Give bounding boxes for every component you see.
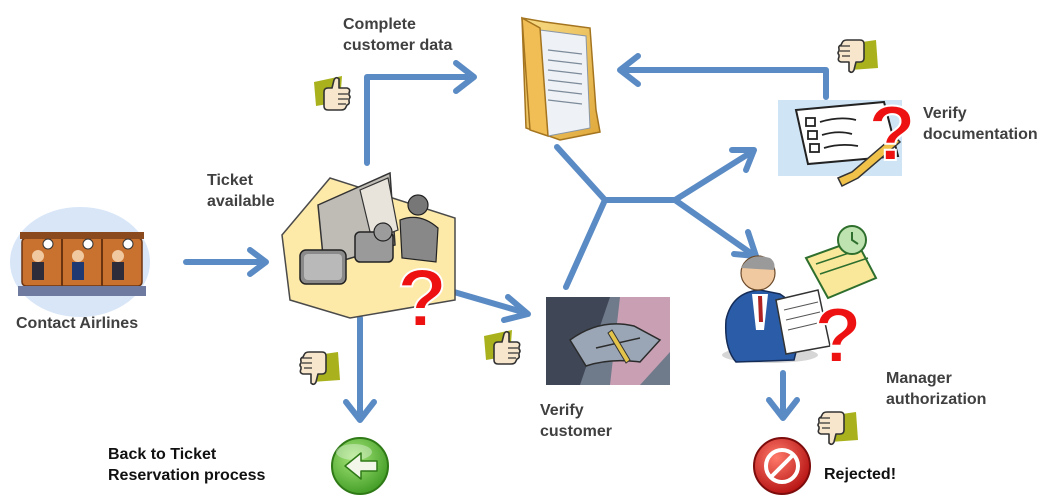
arrow-verify-branch [554, 144, 759, 290]
thumbs-down-icon [817, 411, 859, 446]
label-ticket-available: Ticket available [207, 172, 275, 210]
thumbs-up-icon [313, 75, 351, 111]
no-entry-icon [753, 437, 811, 495]
arrow-documentation-to-folder [617, 53, 829, 100]
thumbs-up-icon [483, 329, 521, 365]
checklist-icon [778, 100, 902, 188]
office-workers-icon [281, 171, 456, 319]
folder-icon [521, 16, 601, 141]
label-contact-airlines: Contact Airlines [16, 315, 139, 332]
arrow-contact-to-ticket [183, 247, 269, 277]
arrow-ticket-to-customer [451, 289, 531, 323]
label-rejected: Rejected! [824, 466, 897, 483]
thumbs-down-icon [837, 39, 879, 74]
manager-icon [722, 225, 878, 363]
label-back-to-ticket-reservation: Back to Ticket Reservation process [108, 446, 266, 484]
thumbs-down-icon [299, 351, 341, 386]
arrow-ticket-to-folder [364, 60, 477, 166]
manager-question-mark: ? [814, 291, 862, 379]
label-manager-authorization: Manager authorization [886, 370, 987, 408]
arrow-manager-to-rejected [766, 370, 800, 421]
back-arrow-icon [331, 437, 389, 495]
handshake-icon [546, 297, 670, 385]
flow-arrows [183, 53, 829, 423]
call-center-icon [10, 207, 150, 317]
label-verify-customer: Verify customer [540, 402, 613, 440]
label-complete-customer-data: Complete customer data [343, 16, 453, 54]
label-verify-documentation: Verify documentation [923, 105, 1038, 143]
documentation-question-mark: ? [868, 89, 916, 177]
arrow-ticket-to-back [343, 315, 377, 423]
ticket-question-mark: ? [397, 253, 447, 344]
